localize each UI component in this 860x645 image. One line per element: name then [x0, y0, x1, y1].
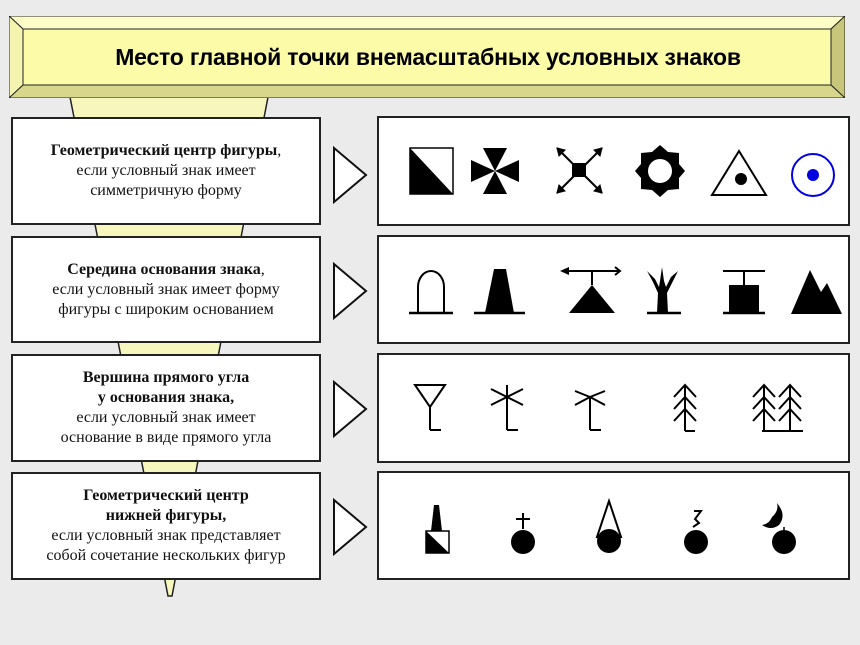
- church-cross-circle-icon: [511, 513, 535, 554]
- crossroads-arrows-icon: [556, 147, 603, 194]
- rule-box-1: Геометрический центр фигуры, если условн…: [11, 117, 321, 225]
- lighthouse-on-square-icon: [425, 505, 450, 554]
- wind-turbine-icon: [574, 390, 606, 431]
- rule-2-line-1: если условный знак имеет форму: [52, 280, 280, 298]
- press-box-icon: [723, 270, 765, 315]
- trapezoid-monument-icon: [474, 269, 525, 315]
- arrow-right-icon: [333, 146, 368, 204]
- tree-stump-icon: [647, 267, 681, 315]
- half-filled-square-icon: [409, 147, 454, 195]
- rule-3-heading-2: у основания знака,: [97, 389, 235, 406]
- rule-1-line-2: симметричную форму: [90, 182, 242, 199]
- rule-box-3: Вершина прямого угла у основания знака, …: [11, 354, 321, 462]
- symbols-box-3: [377, 353, 850, 463]
- rule-4-line-1: если условный знак представляет: [51, 527, 281, 544]
- title-banner: [9, 16, 845, 98]
- rule-4-line-2: собой сочетание нескольких фигур: [46, 547, 286, 564]
- rule-4-heading: Геометрический центр: [83, 487, 249, 504]
- rule-2-line-2: фигуры с широким основанием: [58, 300, 274, 318]
- rule-2-heading: Середина основания знака: [67, 260, 261, 278]
- arch-on-base-icon: [409, 270, 453, 315]
- crescent-over-circle-icon: [762, 503, 796, 554]
- arrow-right-icon: [333, 380, 368, 438]
- arrow-right-icon: [333, 498, 368, 556]
- rule-3-heading: Вершина прямого угла: [82, 369, 250, 386]
- rule-1-line-1: если условный знак имеет: [76, 162, 256, 179]
- coniferous-tree-icon: [673, 383, 697, 432]
- flag-over-circle-icon: [684, 510, 708, 554]
- gear-sun-icon: [635, 145, 685, 197]
- radio-mast-funnel-icon: [413, 384, 447, 431]
- rule-1-heading: Геометрический центр фигуры: [50, 142, 278, 159]
- rule-box-4: Геометрический центр нижней фигуры, если…: [11, 472, 321, 580]
- cone-over-circle-icon: [595, 497, 623, 553]
- rule-3-line-1: если условный знак имеет: [76, 409, 256, 426]
- symbols-box-2: [377, 235, 850, 344]
- weathervane-triangle-icon: [560, 266, 622, 313]
- symbols-box-4: [377, 471, 850, 580]
- windmill-star-icon: [490, 385, 524, 431]
- rule-4-heading-2: нижней фигуры,: [105, 507, 227, 524]
- symbols-box-1: [377, 116, 850, 226]
- maltese-cross-icon: [471, 148, 519, 194]
- rule-box-2: Середина основания знака, если условный …: [11, 236, 321, 343]
- coniferous-trees-pair-icon: [752, 383, 803, 432]
- rule-3-line-2: основание в виде прямого угла: [60, 429, 272, 446]
- page-title: Место главной точки внемасштабных условн…: [115, 43, 741, 70]
- arrow-right-icon: [333, 262, 368, 320]
- triangle-with-dot-icon: [710, 149, 768, 196]
- mountain-peaks-icon: [791, 270, 842, 314]
- blue-circle-with-dot-icon: [791, 153, 835, 197]
